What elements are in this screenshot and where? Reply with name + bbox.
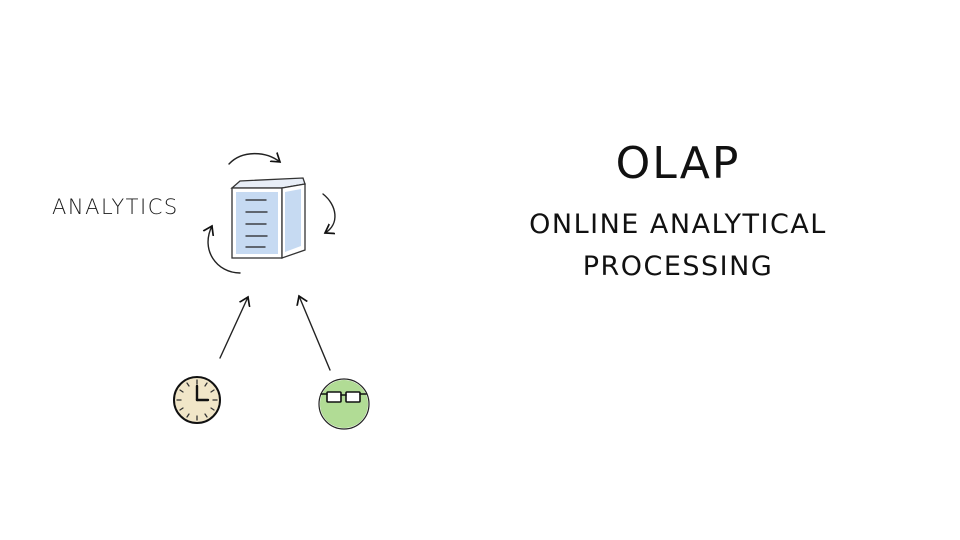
cycle-arrow-icon: [208, 226, 241, 274]
cycle-arrow-icon: [228, 154, 280, 165]
analytics-label: ANALYTICS: [52, 195, 179, 219]
clock-icon: [173, 376, 221, 424]
page-title: OLAP: [615, 138, 741, 189]
user-with-glasses-icon: [318, 378, 370, 430]
cycle-arrows: [208, 154, 336, 274]
arrow-icon: [219, 297, 248, 359]
subtitle-line-1: ONLINE ANALYTICAL: [529, 209, 827, 240]
input-arrows: [219, 296, 331, 371]
data-cube-icon: [230, 177, 306, 259]
subtitle: ONLINE ANALYTICAL PROCESSING: [478, 204, 878, 288]
title-block: OLAP ONLINE ANALYTICAL PROCESSING: [478, 138, 878, 288]
cycle-arrow-icon: [322, 193, 336, 233]
subtitle-line-2: PROCESSING: [582, 251, 774, 282]
arrow-icon: [299, 296, 331, 371]
